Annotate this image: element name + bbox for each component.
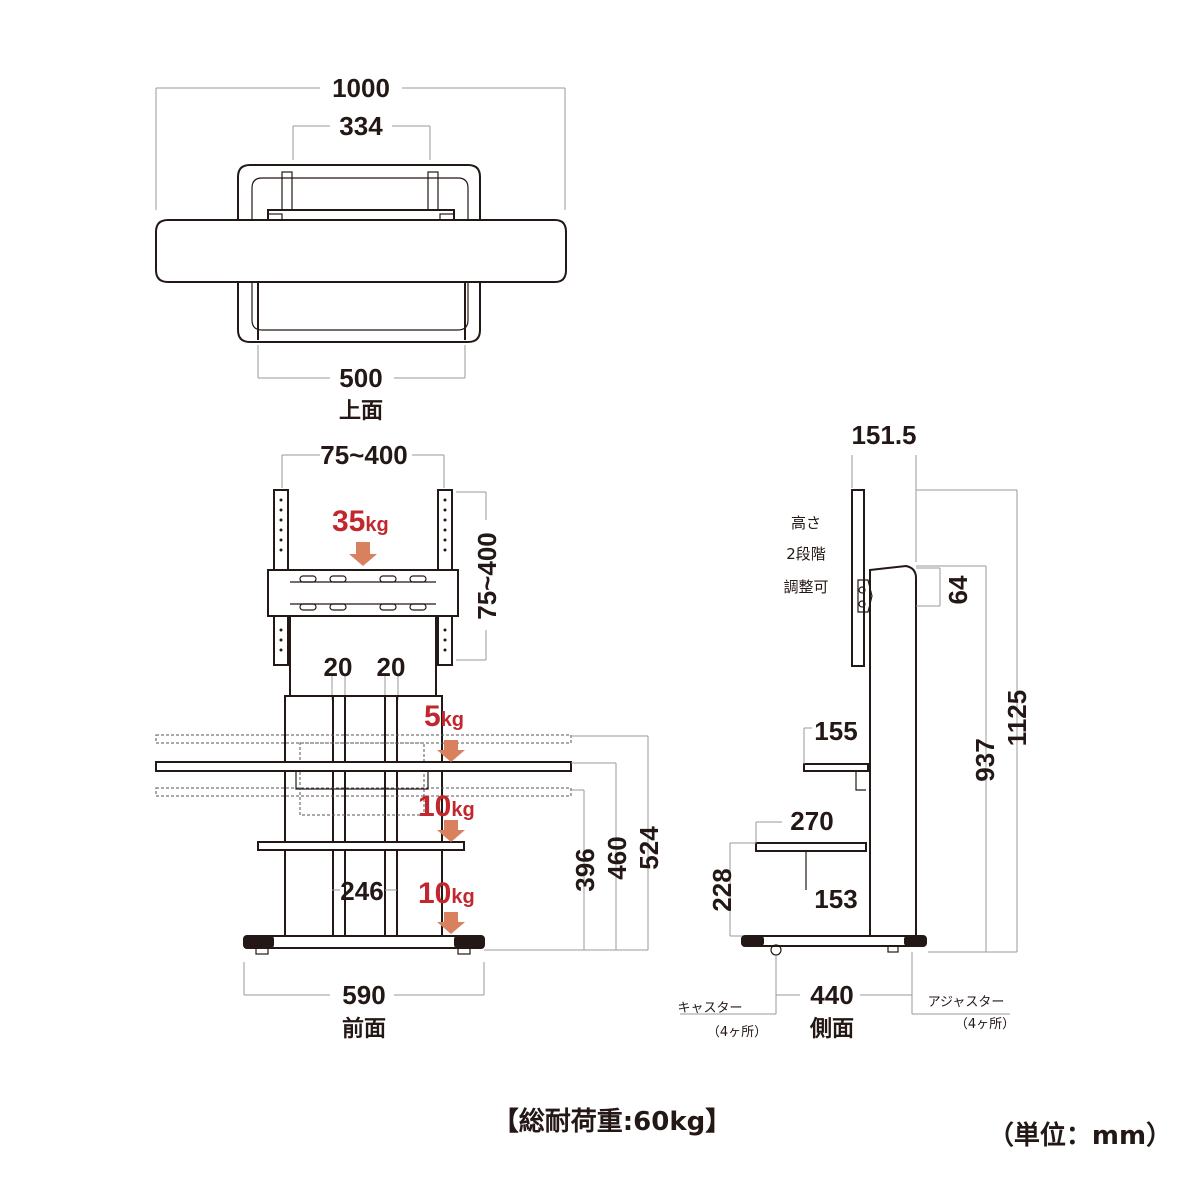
caster-label: キャスター — [677, 1001, 742, 1016]
front-dim-width: 590 — [342, 980, 385, 1010]
side-dim-1125: 1125 — [1002, 690, 1032, 746]
front-dim-pole-right: 20 — [377, 652, 406, 682]
front-dim-vesa-v: 75~400 — [472, 532, 502, 619]
front-dim-h2: 460 — [602, 836, 632, 879]
load-arrow-10-upper — [437, 820, 465, 842]
load-arrow-10-lower — [437, 912, 465, 934]
side-dim-155: 155 — [814, 716, 857, 746]
height-note-line3: 調整可 — [783, 578, 828, 596]
top-view: 1000 334 500 上面 — [155, 73, 567, 424]
top-view-label: 上面 — [339, 399, 383, 424]
caster-count: （4ヶ所） — [707, 1025, 767, 1040]
load-label-10-lower: 10kg — [418, 877, 475, 910]
side-base — [741, 935, 927, 947]
front-pole-left — [284, 695, 334, 937]
top-dim-width: 1000 — [332, 73, 390, 103]
front-base — [243, 935, 485, 949]
front-dim-pole-left: 20 — [324, 652, 353, 682]
side-dim-228: 228 — [707, 868, 737, 911]
front-shelf-upper — [155, 761, 572, 772]
side-shelf-upper — [803, 763, 869, 772]
vesa-mount-plate — [267, 569, 459, 617]
side-shelf-middle — [755, 842, 867, 852]
load-arrow-5 — [437, 740, 465, 762]
adjuster-foot — [887, 945, 899, 953]
side-view: 151.5 64 937 1125 155 270 153 228 440 側面… — [677, 420, 1032, 1042]
front-dim-vesa-h: 75~400 — [320, 440, 407, 470]
load-label-35: 35kg — [332, 505, 389, 538]
top-dim-mount: 334 — [339, 111, 383, 141]
side-dim-440: 440 — [810, 980, 853, 1010]
side-tv-panel — [851, 489, 865, 667]
side-view-label: 側面 — [809, 1017, 854, 1042]
front-dim-h3: 524 — [634, 826, 664, 870]
front-main-column — [289, 615, 437, 697]
front-view: 75~400 75~400 20 20 246 396 460 524 590 … — [155, 440, 664, 1042]
load-arrow-35 — [349, 542, 377, 566]
adjuster-label: アジャスター — [928, 995, 1005, 1010]
side-dim-153: 153 — [814, 884, 857, 914]
top-dim-base: 500 — [339, 363, 382, 393]
caster-wheel — [770, 944, 782, 956]
front-dim-h1: 396 — [570, 848, 600, 891]
front-shelf-middle — [257, 841, 465, 851]
load-label-10-upper: 10kg — [418, 790, 475, 823]
side-dim-depth-top: 151.5 — [851, 420, 916, 450]
front-dim-inner: 246 — [340, 876, 383, 906]
load-label-5: 5kg — [424, 700, 464, 733]
height-note-line1: 高さ — [791, 514, 821, 532]
total-load-label: 【総耐荷重:60kg】 — [493, 1106, 731, 1137]
side-main-column — [869, 564, 917, 937]
top-shelf-plate — [155, 219, 567, 283]
front-view-label: 前面 — [342, 1016, 386, 1042]
top-base-frame-inner — [251, 177, 469, 331]
side-dim-937: 937 — [970, 738, 1000, 781]
height-note-line2: 2段階 — [786, 545, 826, 563]
side-dim-64: 64 — [943, 575, 973, 604]
adjuster-count: （4ヶ所） — [955, 1017, 1015, 1032]
side-dim-270: 270 — [790, 806, 833, 836]
top-base-frame — [237, 164, 481, 343]
unit-label: （単位：mm） — [988, 1120, 1172, 1151]
